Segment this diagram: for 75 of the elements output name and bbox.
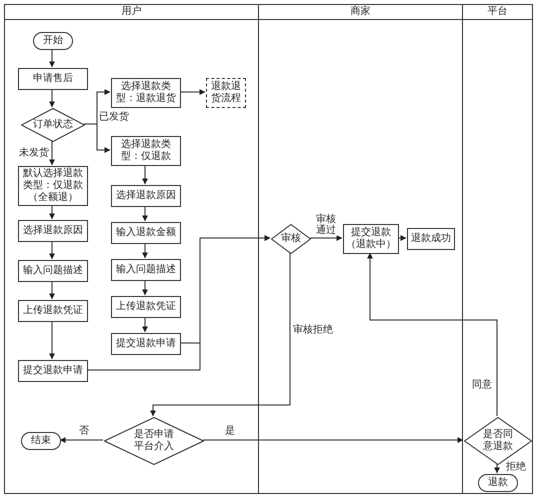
node-label: 开始 (43, 35, 63, 47)
process-box (111, 185, 181, 207)
edge-label: 未发货 (19, 148, 49, 158)
arrow (142, 164, 148, 184)
process-box (111, 259, 181, 281)
node-label: 订单状态 (33, 119, 73, 131)
lane-title: 平台 (488, 6, 508, 18)
terminal-shape (33, 32, 73, 50)
edge-label: 是 (225, 426, 235, 436)
node-label: 是否申请平台介入 (133, 429, 175, 453)
decision-diamond (271, 224, 311, 254)
swimlane (4, 4, 259, 494)
arrow (49, 240, 55, 260)
node-label: 结束 (31, 435, 51, 447)
edge-label: 拒绝 (506, 462, 526, 472)
node-label: 退款成功 (411, 233, 451, 245)
process-box (18, 260, 88, 282)
lane-title: 商家 (350, 6, 370, 18)
arrow (49, 204, 55, 220)
arrow (142, 316, 148, 332)
node-label: 退款退货流程 (210, 81, 242, 105)
arrow (49, 88, 55, 108)
node-label: 是否同意退款 (482, 429, 514, 453)
swimlane (462, 4, 533, 494)
node-label: 默认选择退款类型：仅退款（全额退） (22, 168, 84, 204)
arrow (142, 242, 148, 258)
arrow (150, 252, 290, 416)
arrow (367, 252, 498, 416)
lane-title: 用户 (122, 6, 142, 18)
node-label: 申请售后 (33, 73, 73, 85)
node-label: 选择退款原因 (116, 190, 176, 202)
terminal-shape (21, 432, 61, 450)
decision-diamond (104, 417, 204, 465)
arrow (398, 235, 406, 241)
process-box (18, 300, 88, 322)
process-box (407, 228, 455, 250)
arrow (86, 235, 270, 370)
node-label: 提交退款申请 (23, 365, 83, 377)
node-label: 输入退款金额 (116, 227, 176, 239)
arrow (49, 48, 55, 68)
node-label: 审核 (281, 233, 301, 245)
arrow (142, 206, 148, 222)
arrow (310, 235, 342, 241)
edge-label: 否 (79, 426, 89, 436)
arrow (60, 437, 104, 443)
node-label: 选择退款类型：退款退货 (115, 81, 177, 105)
edge-label: 审核拒绝 (293, 324, 333, 336)
edge-label: 已发货 (99, 112, 129, 122)
node-label: 上传退款凭证 (116, 301, 176, 313)
arrow (142, 280, 148, 296)
process-box (111, 296, 181, 318)
terminal-shape (478, 474, 518, 492)
arrow (202, 437, 464, 443)
process-box (18, 220, 88, 242)
arrow (49, 320, 55, 360)
node-label: 选择退款类型：仅退款 (120, 139, 172, 163)
node-label: 输入问题描述 (116, 264, 176, 276)
node-label: 提交退款申请 (116, 338, 176, 350)
process-box (111, 333, 181, 355)
arrow (494, 464, 500, 474)
edge-label: 审核通过 (315, 214, 337, 236)
node-label: 上传退款凭证 (23, 305, 83, 317)
arrow (49, 280, 55, 300)
process-box (18, 68, 88, 90)
node-label: 退款 (488, 477, 508, 489)
process-box (111, 222, 181, 244)
process-box (18, 360, 88, 382)
node-label: 输入问题描述 (23, 265, 83, 277)
edge-label: 同意 (472, 380, 492, 390)
node-label: 选择退款原因 (23, 225, 83, 237)
node-label: 提交退款（退款中） (345, 227, 397, 251)
arrow (180, 89, 206, 95)
process-box (111, 136, 181, 166)
arrow (49, 140, 55, 166)
decision-diamond (21, 108, 85, 142)
